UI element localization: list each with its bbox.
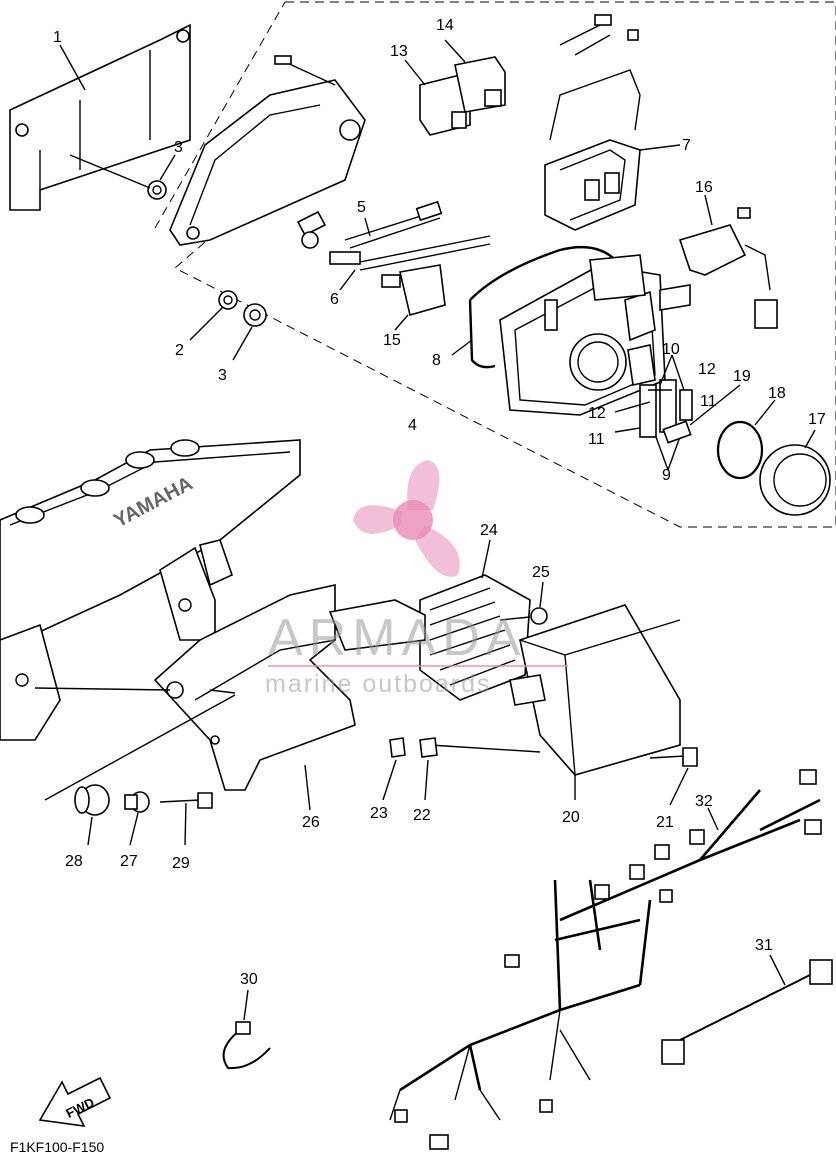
callout-18: 18	[768, 385, 786, 402]
part-15-sensor	[381, 264, 446, 331]
callout-29: 29	[172, 855, 190, 872]
part-6-lead	[329, 235, 491, 291]
callout-16: 16	[695, 179, 713, 196]
callout-26: 26	[302, 814, 320, 831]
part-28-grommet	[74, 784, 110, 846]
callout-12a: 12	[698, 361, 716, 378]
callout-22: 22	[413, 807, 431, 824]
diagram-code: F1KF100-F150	[10, 1139, 104, 1155]
part-13-relay	[404, 59, 471, 136]
callout-15: 15	[383, 332, 401, 349]
callout-27: 27	[120, 853, 138, 870]
engine-block	[0, 439, 301, 741]
watermark-brand: ARMADA	[268, 609, 526, 667]
watermark-tagline: marine outboards	[265, 670, 492, 698]
propeller-logo-icon	[353, 460, 460, 577]
callout-13: 13	[390, 43, 408, 60]
part-25-bolt	[499, 581, 548, 625]
ecu-housing	[499, 254, 691, 416]
callout-19: 19	[733, 368, 751, 385]
watermark: ARMADA marine outboards	[265, 460, 568, 698]
callout-11b: 11	[588, 431, 605, 448]
callout-3a: 3	[174, 139, 183, 156]
part-3-grommet-upper	[69, 154, 176, 200]
part-23-collar	[382, 737, 406, 801]
part-22-collar	[419, 737, 438, 801]
callout-11a: 11	[700, 393, 717, 410]
part-9-terminal-blocks	[639, 354, 693, 471]
callout-labels: 1 2 3 3 4 5 6 7 8 9 10 11 11 12 12 13 14…	[53, 17, 826, 988]
part-29-bolt	[159, 792, 213, 846]
callout-5: 5	[357, 199, 366, 216]
callout-7: 7	[682, 137, 691, 154]
assembly-boundary	[154, 1, 836, 528]
part-20-ecu-box	[429, 604, 681, 800]
part-31-lead	[661, 954, 833, 1065]
part-24-regulator	[328, 539, 531, 701]
callout-25: 25	[532, 564, 550, 581]
part-26-bracket	[34, 584, 356, 811]
callout-20: 20	[562, 809, 580, 826]
callout-30: 30	[240, 971, 258, 988]
part-19-fuse	[662, 384, 741, 444]
callout-9: 9	[662, 467, 671, 484]
fwd-arrow-icon: FWD	[38, 1076, 112, 1127]
part-3-grommet-lower	[232, 303, 267, 361]
part-10-leaders	[614, 401, 651, 433]
callout-8: 8	[432, 352, 441, 369]
callout-12b: 12	[588, 405, 606, 422]
callout-1: 1	[53, 29, 62, 46]
callout-2: 2	[175, 342, 184, 359]
part-16-sensor	[678, 194, 778, 329]
callout-21: 21	[656, 814, 674, 831]
callout-6: 6	[330, 291, 339, 308]
part-2-washer	[189, 290, 238, 341]
callout-28: 28	[65, 853, 83, 870]
callout-24: 24	[480, 522, 498, 539]
callout-32: 32	[695, 793, 713, 810]
part-32-wiring-harness	[389, 769, 822, 1150]
callout-4: 4	[408, 417, 417, 434]
callout-14: 14	[436, 17, 454, 34]
callout-31: 31	[755, 937, 773, 954]
part-14-relay	[444, 39, 506, 113]
part-5-lead	[344, 200, 443, 249]
callout-3b: 3	[218, 367, 227, 384]
part-4-cover-plate	[169, 55, 366, 249]
part-18-oring	[716, 399, 776, 480]
callout-17: 17	[808, 411, 826, 428]
callout-23: 23	[370, 805, 388, 822]
part-8-seal	[451, 246, 631, 369]
part-7-cover	[544, 14, 681, 231]
callout-10: 10	[662, 341, 680, 358]
part-27-collar	[124, 791, 150, 846]
part-17-cap	[759, 429, 831, 516]
part-30-clamp	[222, 989, 271, 1070]
part-21-bolt	[649, 747, 698, 806]
part-1-bracket	[9, 23, 191, 211]
